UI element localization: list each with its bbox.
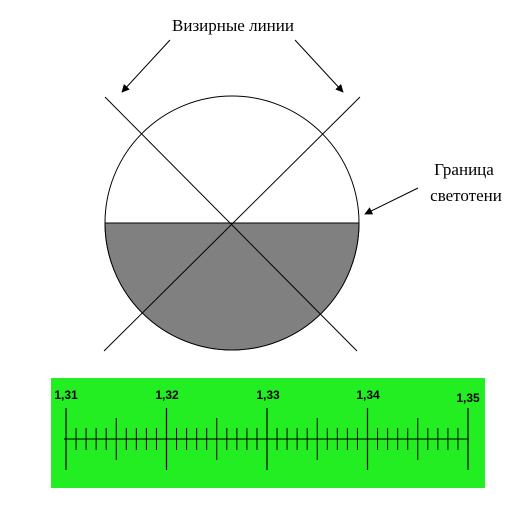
- scale-background: [51, 378, 485, 488]
- scale-label-3: 1,33: [256, 388, 280, 402]
- refractive-index-scale: 1,31 1,32 1,33 1,34 1,35: [51, 378, 485, 488]
- crosshair: [103, 96, 361, 352]
- sighting-line-left: [104, 96, 358, 352]
- scale-label-1: 1,31: [54, 388, 78, 402]
- boundary-label-line1: Граница: [434, 160, 494, 179]
- scale-label-2: 1,32: [155, 388, 179, 402]
- boundary-label-line2: светотени: [430, 186, 502, 205]
- sighting-line-right: [103, 96, 361, 352]
- boundary-arrow: [364, 187, 419, 215]
- field-circle-shadow: [104, 223, 360, 351]
- sighting-arrow-left: [121, 39, 171, 93]
- scale-ticks: [65, 408, 469, 470]
- sighting-arrow-right: [294, 39, 344, 93]
- sighting-lines-label: Визирные линии: [172, 16, 294, 35]
- scale-label-4: 1,34: [356, 388, 380, 402]
- scale-label-5: 1,35: [456, 391, 480, 405]
